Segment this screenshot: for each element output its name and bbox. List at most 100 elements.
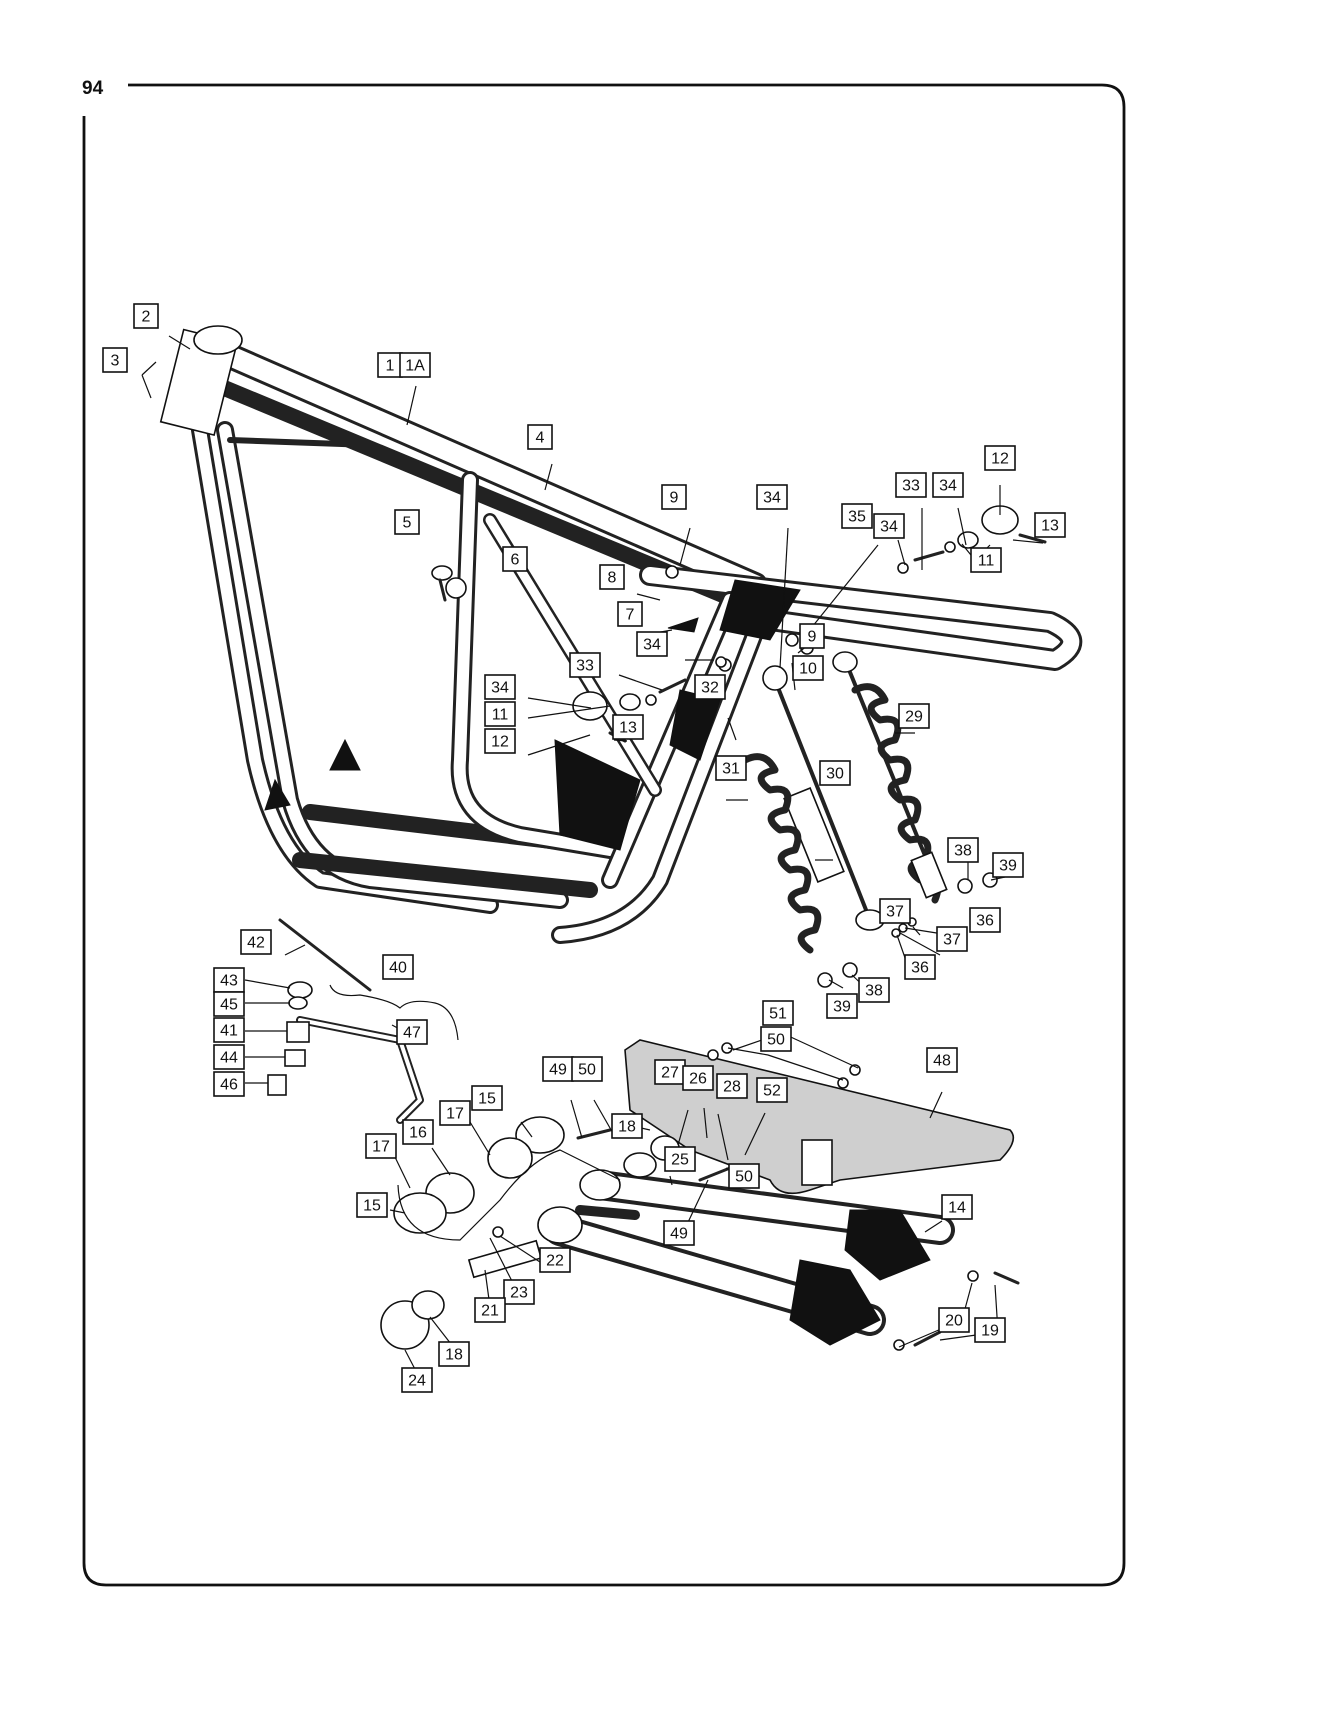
- callout-number: 13: [619, 720, 637, 737]
- callout-box: [438, 1341, 470, 1367]
- callout-box: [992, 852, 1024, 878]
- callout-box: [756, 1077, 788, 1103]
- callout-34: 34: [932, 472, 964, 498]
- callout-number: 17: [446, 1106, 464, 1123]
- callout-number: 33: [902, 478, 920, 495]
- callout-3: 3: [102, 347, 128, 373]
- callout-35: 35: [841, 503, 873, 529]
- callout-18: 18: [611, 1113, 643, 1139]
- callout-20: 20: [938, 1307, 970, 1333]
- callout-13: 13: [1034, 512, 1066, 538]
- callout-number: 50: [735, 1169, 753, 1186]
- callout-2: 2: [133, 303, 159, 329]
- callout-number: 4: [536, 430, 545, 447]
- callout-number: 40: [389, 960, 407, 977]
- callout-box: [858, 977, 890, 1003]
- callout-7: 7: [617, 601, 643, 627]
- callout-box: [926, 1047, 958, 1073]
- callout-number: 21: [481, 1303, 499, 1320]
- callout-number: 11: [492, 707, 509, 724]
- page-number: 94: [82, 78, 104, 99]
- main-frame: [159, 325, 1083, 944]
- callout-number: 48: [933, 1053, 951, 1070]
- callout-number: 51: [769, 1006, 787, 1023]
- callout-number: 3: [111, 353, 120, 370]
- callout-box: [938, 1307, 970, 1333]
- callout-5: 5: [394, 509, 420, 535]
- callout-13: 13: [612, 714, 644, 740]
- callout-number: 44: [220, 1050, 238, 1067]
- callout-box: [873, 513, 905, 539]
- callout-number: 1: [386, 358, 395, 375]
- callout-box: [213, 1044, 245, 1070]
- callout-box: [471, 1085, 503, 1111]
- side-stand: [267, 918, 424, 1124]
- callout-box: [484, 674, 516, 700]
- callout-number: 34: [763, 490, 781, 507]
- callout-number: 49: [549, 1062, 567, 1079]
- callout-box: [970, 547, 1002, 573]
- page-border: [82, 83, 1126, 1587]
- callout-4: 4: [527, 424, 553, 450]
- callout-box: [484, 701, 516, 727]
- callout-number: 29: [905, 709, 923, 726]
- callout-36: 36: [969, 907, 1001, 933]
- callout-11: 11: [970, 547, 1002, 573]
- callout-50: 50: [728, 1163, 760, 1189]
- callout-box: [569, 652, 601, 678]
- callout-number: 34: [880, 519, 898, 536]
- callout-box: [715, 755, 747, 781]
- callout-number: 1A: [405, 358, 425, 375]
- callout-number: 36: [976, 913, 994, 930]
- callout-49: 49: [542, 1056, 574, 1082]
- callout-9: 9: [661, 484, 687, 510]
- callout-number: 45: [220, 997, 238, 1014]
- callout-box: [756, 484, 788, 510]
- callout-number: 18: [445, 1347, 463, 1364]
- callout-box: [904, 954, 936, 980]
- callout-box: [728, 1163, 760, 1189]
- callout-11: 11: [484, 701, 516, 727]
- callout-box: [402, 1119, 434, 1145]
- callout-14: 14: [941, 1194, 973, 1220]
- callout-number: 20: [945, 1313, 963, 1330]
- callout-number: 33: [576, 658, 594, 675]
- callout-number: 9: [670, 490, 679, 507]
- callout-number: 39: [999, 858, 1017, 875]
- callout-number: 6: [511, 552, 520, 569]
- callout-50: 50: [760, 1026, 792, 1052]
- callout-number: 36: [911, 960, 929, 977]
- callout-19: 19: [974, 1317, 1006, 1343]
- callout-30: 30: [819, 760, 851, 786]
- callout-box: [799, 623, 825, 649]
- callout-number: 12: [491, 734, 509, 751]
- chain-guard-bracket: [801, 1139, 833, 1186]
- callout-39: 39: [992, 852, 1024, 878]
- callout-43: 43: [213, 967, 245, 993]
- callout-6: 6: [502, 546, 528, 572]
- callout-16: 16: [402, 1119, 434, 1145]
- callout-47: 47: [396, 1019, 428, 1045]
- callout-number: 25: [671, 1152, 689, 1169]
- callout-box: [898, 703, 930, 729]
- callout-box: [1034, 512, 1066, 538]
- callout-18: 18: [438, 1341, 470, 1367]
- callout-box: [377, 352, 403, 378]
- callout-number: 12: [991, 451, 1009, 468]
- callout-number: 37: [886, 904, 904, 921]
- callout-number: 35: [848, 509, 866, 526]
- callout-number: 13: [1041, 518, 1059, 535]
- callout-22: 22: [539, 1247, 571, 1273]
- callout-box: [984, 445, 1016, 471]
- pivot-bushes: [380, 1116, 680, 1350]
- callout-1: 1: [377, 352, 403, 378]
- callout-34: 34: [873, 513, 905, 539]
- callout-34: 34: [636, 631, 668, 657]
- callout-box: [503, 1279, 535, 1305]
- callout-1A: 1A: [399, 352, 431, 378]
- callout-box: [133, 303, 159, 329]
- callout-41: 41: [213, 1017, 245, 1043]
- callout-box: [947, 837, 979, 863]
- callout-box: [399, 352, 431, 378]
